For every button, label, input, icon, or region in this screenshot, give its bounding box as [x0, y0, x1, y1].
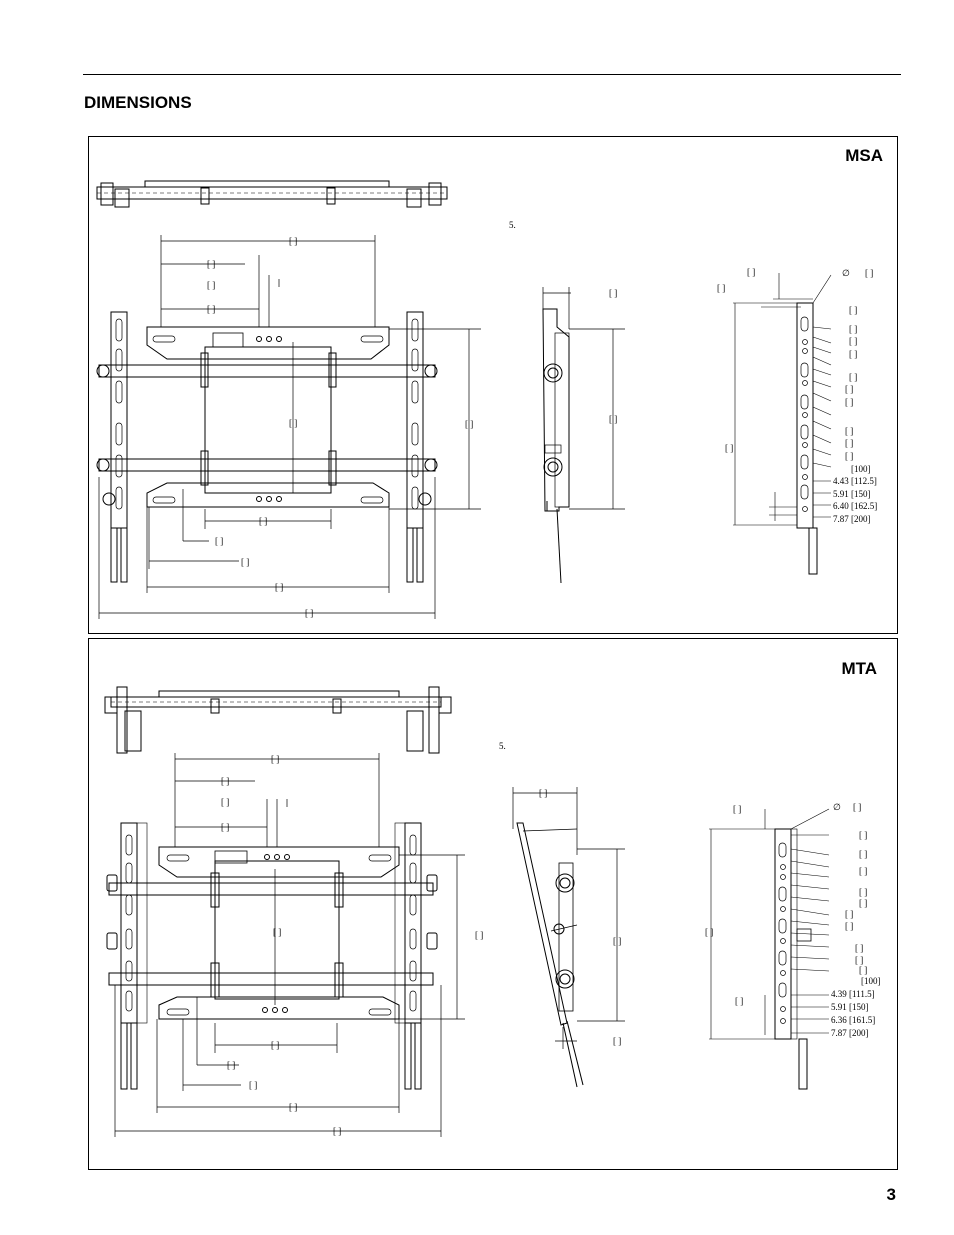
mta-top-view — [104, 686, 452, 754]
svg-text:[ ]: [ ] — [609, 414, 617, 424]
svg-text:[ ]: [ ] — [733, 804, 741, 814]
svg-text:[ ]: [ ] — [465, 419, 473, 429]
svg-text:[ ]: [ ] — [853, 802, 861, 812]
svg-text:[ ]: [ ] — [221, 822, 229, 832]
mta-drawing: [ ] [ ] [ ] [ ] [ ] [ ] [ ] [ ] [ ] [ ] — [104, 686, 867, 1137]
msa-drawing: [ ] [ ] [ ] [ ] [ ] [ ] [ ] [ ] [ ] [ ] — [96, 180, 873, 619]
svg-text:[ ]: [ ] — [845, 426, 853, 436]
mta-hole-label: 6.36 [161.5] — [831, 1015, 876, 1025]
svg-text:[ ]: [ ] — [859, 898, 867, 908]
svg-text:[ ]: [ ] — [207, 280, 215, 290]
mta-hole-label: 7.87 [200] — [831, 1028, 869, 1038]
svg-text:[ ]: [ ] — [273, 927, 281, 937]
svg-text:[ ]: [ ] — [849, 336, 857, 346]
top-rule — [83, 74, 901, 75]
svg-text:[ ]: [ ] — [275, 582, 283, 592]
msa-top-view — [96, 180, 448, 208]
svg-text:[ ]: [ ] — [859, 887, 867, 897]
svg-text:[ ]: [ ] — [271, 1040, 279, 1050]
svg-text:[ ]: [ ] — [845, 384, 853, 394]
svg-text:[ ]: [ ] — [849, 305, 857, 315]
svg-text:[ ]: [ ] — [859, 849, 867, 859]
page-heading: DIMENSIONS — [84, 93, 192, 112]
page-number: 3 — [886, 1185, 896, 1204]
svg-text:∅: ∅ — [833, 802, 841, 812]
mta-front-view: [ ] [ ] [ ] [ ] [ ] [ ] [ ] [ ] [ ] [ ] — [106, 753, 483, 1137]
msa-hole-view: [ ] [ ] ∅ [ ] [ ] [ ] [ ] [ ] [ ] [ ] [ … — [717, 267, 873, 575]
svg-text:[ ]: [ ] — [215, 536, 223, 546]
svg-text:[ ]: [ ] — [859, 965, 867, 975]
svg-text:[ ]: [ ] — [855, 943, 863, 953]
svg-text:[ ]: [ ] — [859, 830, 867, 840]
msa-hole-labels: [100] 4.43 [112.5] 5.91 [150] 6.40 [162.… — [833, 463, 877, 525]
svg-text:[ ]: [ ] — [845, 451, 853, 461]
svg-text:[ ]: [ ] — [539, 788, 547, 798]
svg-text:[ ]: [ ] — [717, 283, 725, 293]
svg-text:[ ]: [ ] — [241, 557, 249, 567]
msa-note: 5. — [509, 220, 516, 230]
msa-hole-label: 7.87 [200] — [833, 513, 871, 524]
svg-text:[ ]: [ ] — [289, 1102, 297, 1112]
msa-model-label: MSA — [845, 146, 883, 165]
svg-text:[ ]: [ ] — [305, 608, 313, 618]
msa-front-view: [ ] [ ] [ ] [ ] [ ] [ ] [ ] [ ] [ ] [ ] — [96, 235, 481, 619]
mta-model-label: MTA — [841, 659, 877, 678]
msa-hole-label: 6.40 [162.5] — [833, 501, 878, 512]
mta-hole-label: 4.39 [111.5] — [831, 989, 875, 999]
msa-hole-label: [100] — [851, 464, 871, 474]
svg-text:[ ]: [ ] — [475, 930, 483, 940]
svg-text:[ ]: [ ] — [613, 936, 621, 946]
msa-hole-label: 4.43 [112.5] — [833, 476, 877, 487]
svg-text:[ ]: [ ] — [613, 1036, 621, 1046]
svg-text:[ ]: [ ] — [289, 236, 297, 246]
mta-hole-label: 5.91 [150] — [831, 1002, 869, 1012]
mta-note: 5. — [499, 741, 506, 751]
mta-hole-label: [100] — [861, 976, 881, 986]
svg-text:[ ]: [ ] — [845, 909, 853, 919]
svg-text:[ ]: [ ] — [849, 372, 857, 382]
svg-text:[ ]: [ ] — [735, 996, 743, 1006]
svg-text:[ ]: [ ] — [271, 754, 279, 764]
svg-text:[ ]: [ ] — [845, 397, 853, 407]
svg-text:[ ]: [ ] — [227, 1060, 235, 1070]
svg-text:[ ]: [ ] — [849, 349, 857, 359]
svg-text:[ ]: [ ] — [207, 304, 215, 314]
msa-hole-label: 5.91 [150] — [833, 488, 871, 499]
mta-hole-view: [ ] ∅ [ ] [ ] [ ] [ ] [ ] [ ] [ ] [ ] [ … — [705, 802, 867, 1090]
svg-text:∅: ∅ — [842, 268, 850, 278]
svg-text:[ ]: [ ] — [289, 418, 297, 428]
svg-text:[ ]: [ ] — [849, 324, 857, 334]
svg-text:[ ]: [ ] — [333, 1126, 341, 1136]
mta-panel: [ ] [ ] [ ] [ ] [ ] [ ] [ ] [ ] [ ] [ ] — [88, 638, 898, 1170]
mta-hole-labels: [100] 4.39 [111.5] 5.91 [150] 6.36 [161.… — [831, 975, 881, 1040]
svg-text:[ ]: [ ] — [221, 797, 229, 807]
msa-side-view: 5. [ ] [ ] — [509, 220, 625, 584]
svg-text:[ ]: [ ] — [747, 267, 755, 277]
svg-text:[ ]: [ ] — [249, 1080, 257, 1090]
mta-side-view: 5. [ ] — [499, 741, 625, 1088]
svg-text:[ ]: [ ] — [859, 866, 867, 876]
svg-text:[ ]: [ ] — [705, 927, 713, 937]
svg-text:[ ]: [ ] — [845, 921, 853, 931]
svg-text:[ ]: [ ] — [259, 516, 267, 526]
svg-text:[ ]: [ ] — [207, 259, 215, 269]
svg-text:[ ]: [ ] — [855, 955, 863, 965]
svg-text:[ ]: [ ] — [725, 443, 733, 453]
svg-text:[ ]: [ ] — [609, 288, 617, 298]
svg-text:[ ]: [ ] — [221, 776, 229, 786]
svg-text:[ ]: [ ] — [865, 268, 873, 278]
msa-panel: [ ] [ ] [ ] [ ] [ ] [ ] [ ] [ ] [ ] [ ] — [88, 136, 898, 634]
svg-text:[ ]: [ ] — [845, 438, 853, 448]
